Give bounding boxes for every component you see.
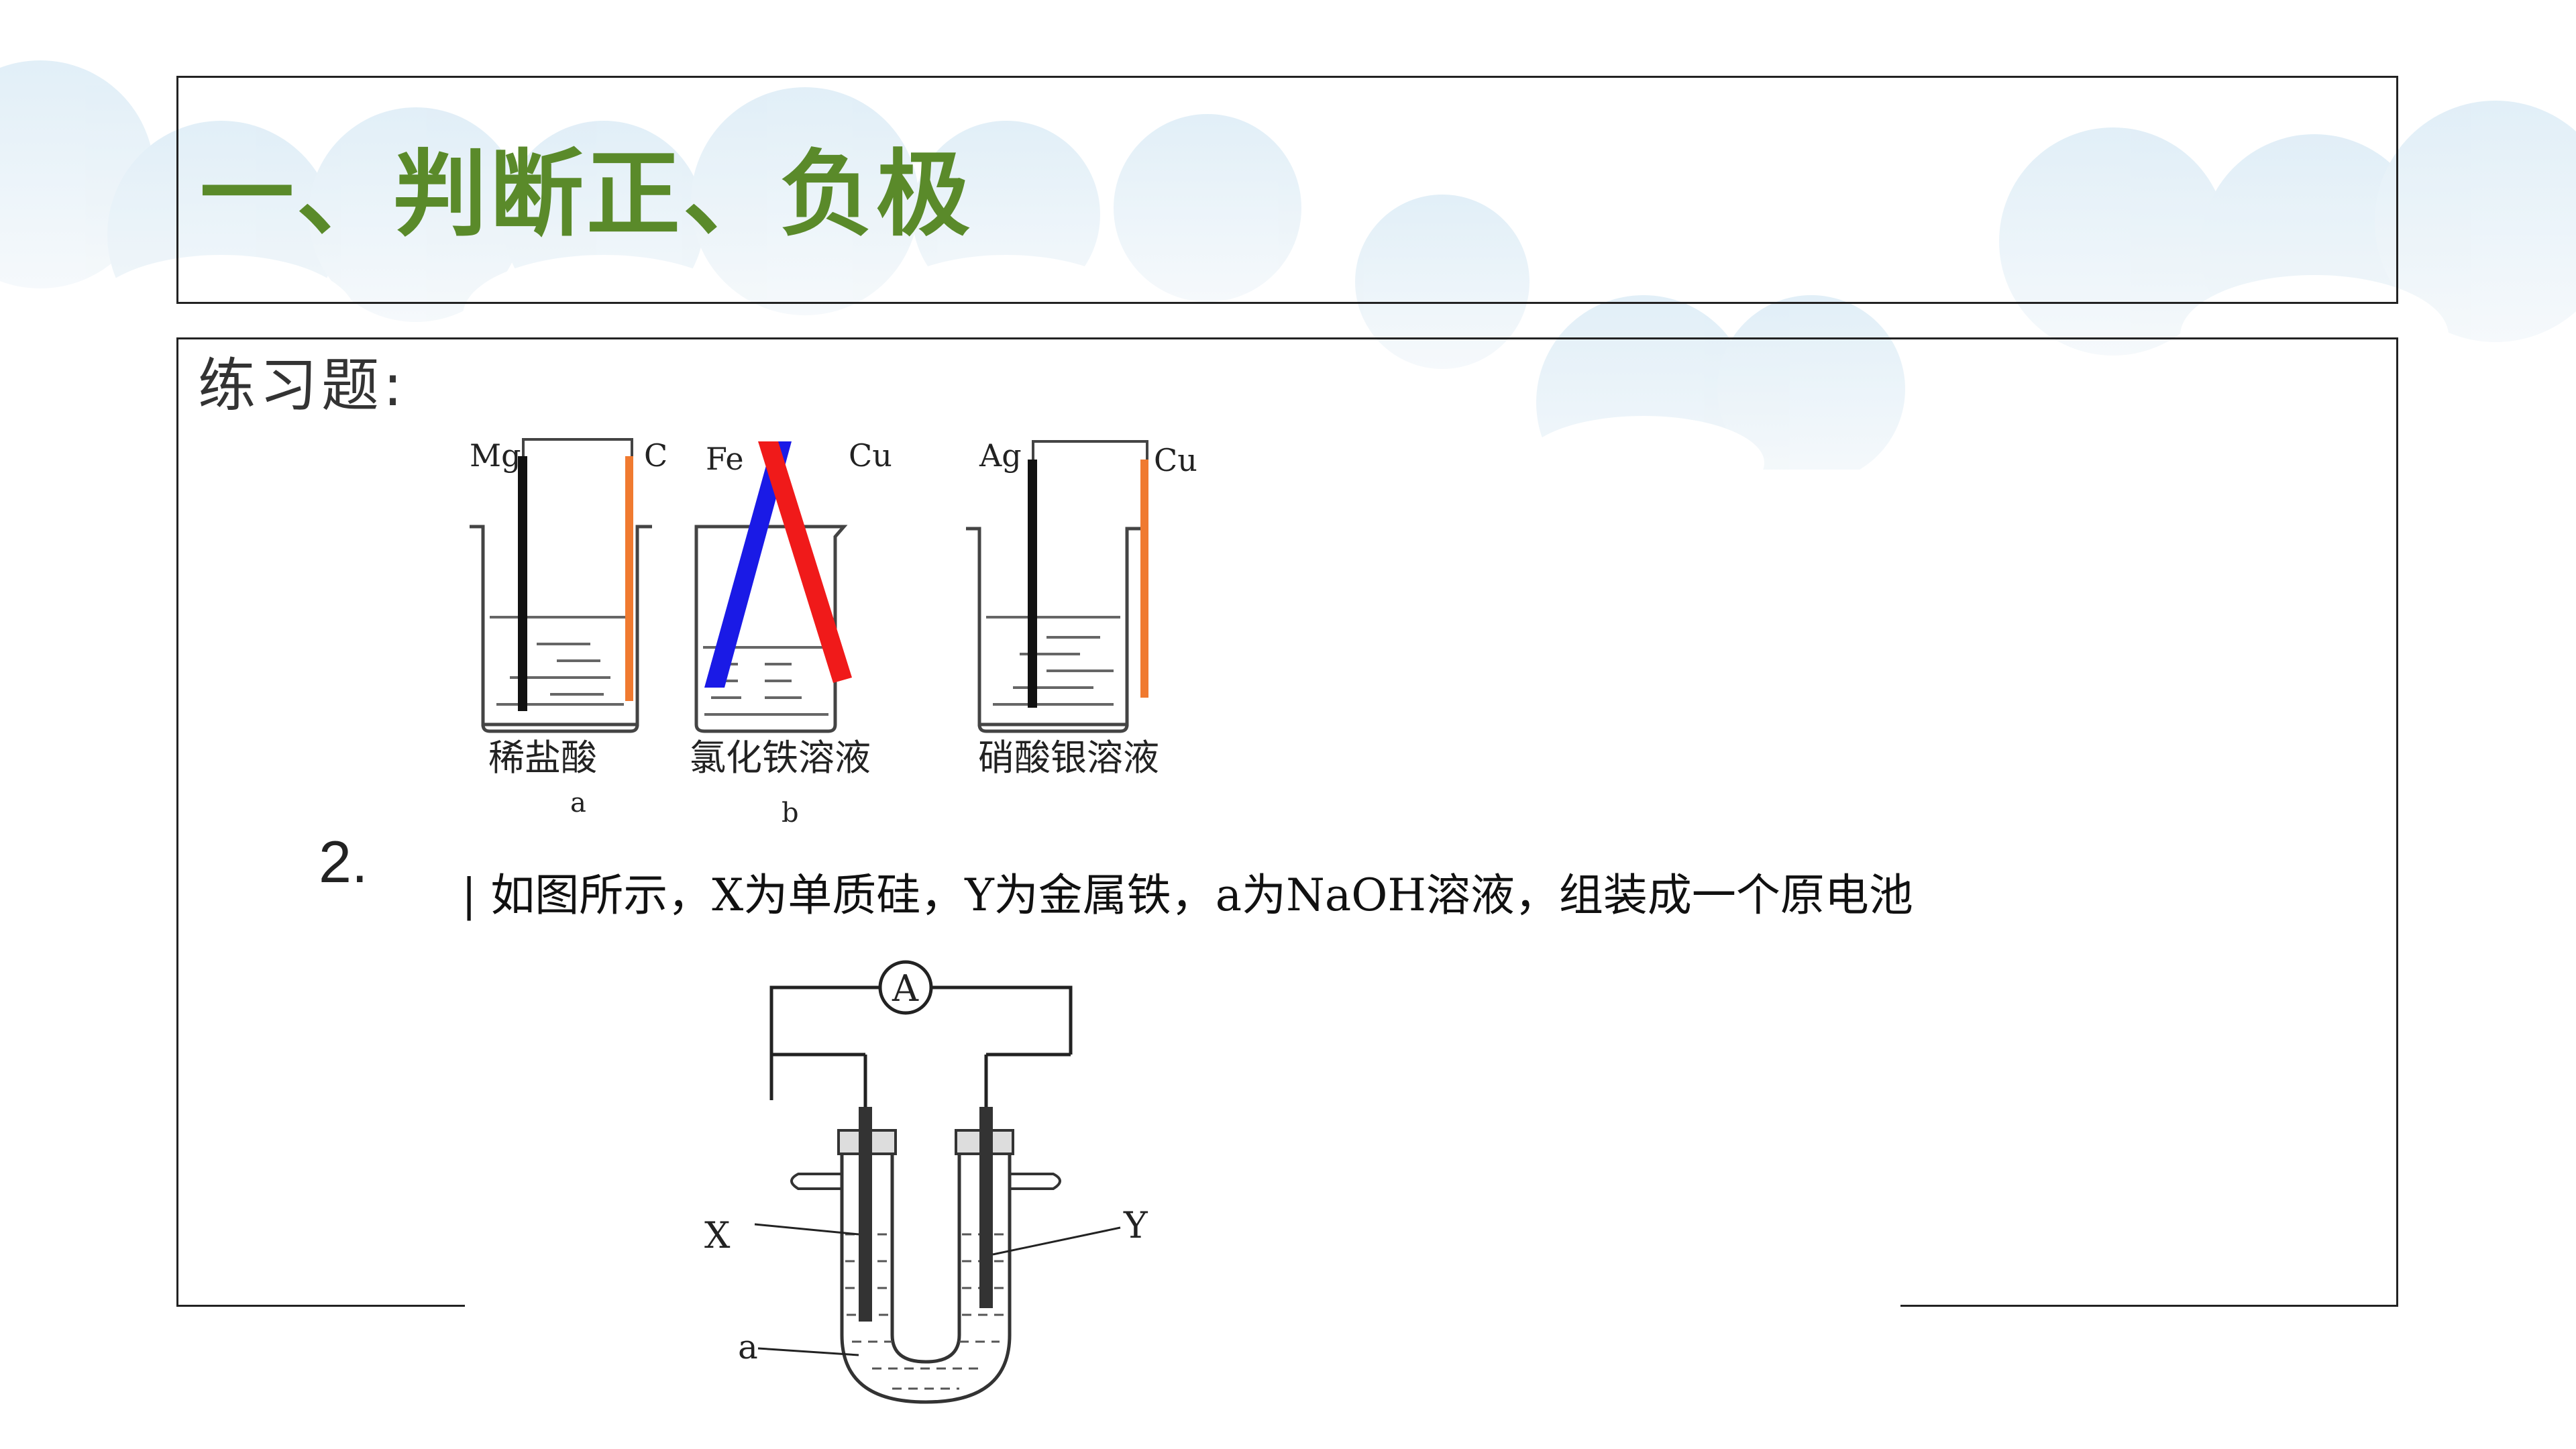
electrode-label-fe: Fe bbox=[706, 441, 744, 477]
electrode-label-c: C bbox=[644, 437, 667, 474]
cell-b: Fe Cu 氯化铁溶液 b bbox=[690, 437, 892, 828]
electrode-cu-b bbox=[758, 441, 852, 683]
ammeter-icon bbox=[878, 960, 933, 1015]
cell-letter-b: b bbox=[782, 798, 799, 828]
question-body: 如图所示，X为单质硅，Y为金属铁，a为NaOH溶液，组装成一个原电池 bbox=[490, 869, 1913, 921]
electrode-ag bbox=[1028, 460, 1037, 708]
electrode-fe bbox=[704, 441, 792, 688]
solution-label-a: 稀盐酸 bbox=[488, 737, 597, 779]
electrode-mg bbox=[518, 456, 527, 711]
cell-a: Mg C 稀盐酸 a bbox=[470, 437, 667, 818]
page-title: 一、判断正、负极 bbox=[200, 140, 973, 250]
beaker-figure: Mg C 稀盐酸 a Fe Cu 氯化铁溶液 b bbox=[470, 437, 1197, 828]
title-box: 一、判断正、负极 bbox=[176, 76, 2398, 304]
label-a: a bbox=[738, 1328, 758, 1366]
electrode-label-cu-c: Cu bbox=[1154, 442, 1197, 478]
electrode-label-ag: Ag bbox=[979, 437, 1022, 474]
u-tube-figure: A X Y a bbox=[704, 960, 1148, 1404]
label-y: Y bbox=[1123, 1204, 1148, 1246]
question-text: | 如图所示，X为单质硅，Y为金属铁，a为NaOH溶液，组装成一个原电池 bbox=[462, 869, 1913, 921]
solution-label-c: 硝酸银溶液 bbox=[978, 737, 1159, 779]
content-border-gap bbox=[465, 1298, 1900, 1318]
electrode-label-cu-b: Cu bbox=[849, 437, 892, 474]
exercise-label: 练习题: bbox=[198, 352, 407, 419]
electrode-y bbox=[979, 1107, 993, 1308]
electrode-label-mg: Mg bbox=[470, 437, 521, 474]
electrode-x bbox=[859, 1107, 872, 1322]
item-number: 2. bbox=[319, 828, 368, 895]
cell-c: Ag Cu 硝酸银溶液 bbox=[966, 437, 1197, 779]
ammeter-label: A bbox=[892, 967, 919, 1010]
label-x: X bbox=[704, 1214, 731, 1256]
solution-label-b: 氯化铁溶液 bbox=[690, 737, 871, 779]
electrode-cu-c bbox=[1140, 460, 1148, 698]
electrode-c bbox=[625, 456, 633, 701]
cell-letter-a: a bbox=[570, 788, 586, 818]
